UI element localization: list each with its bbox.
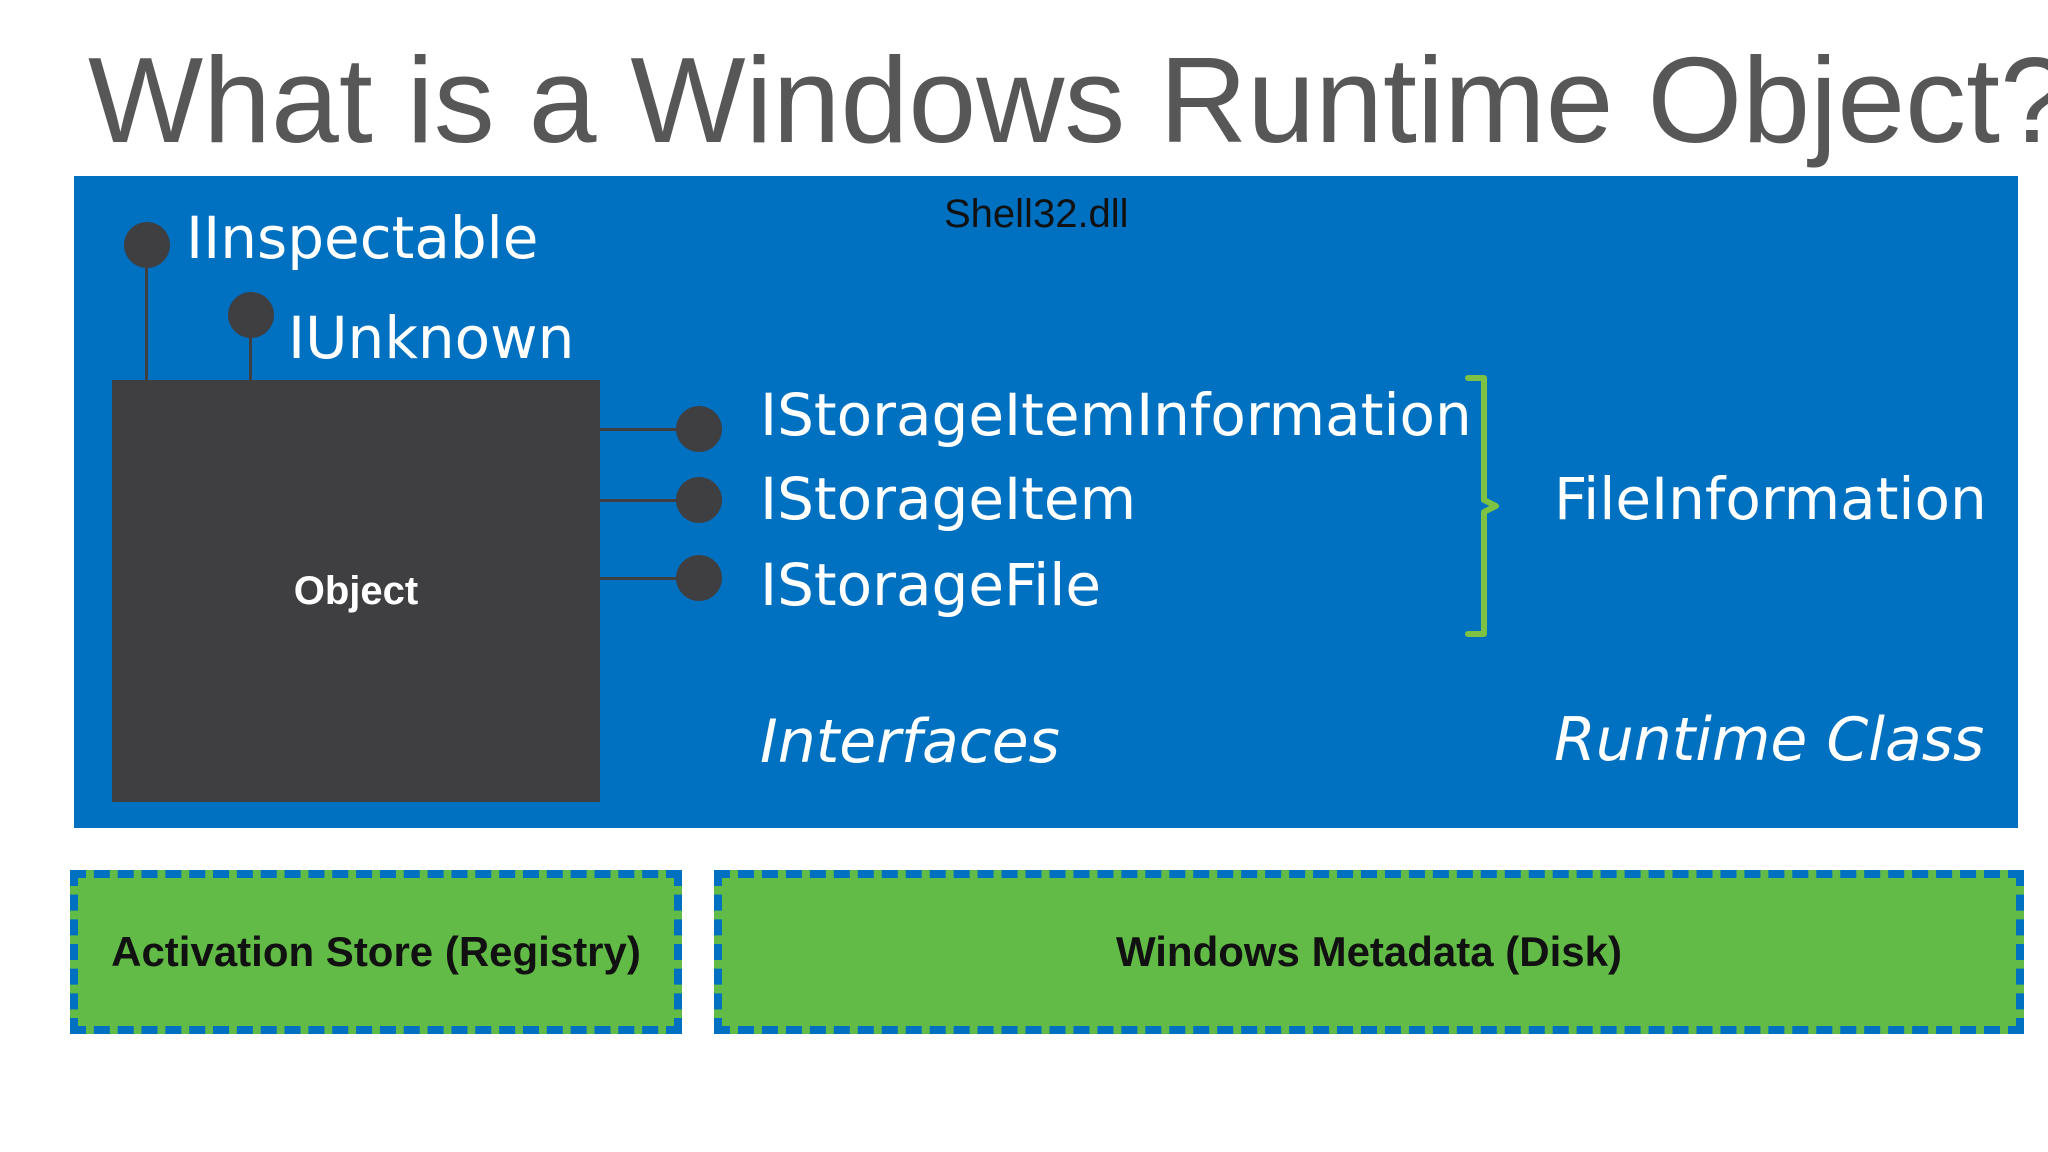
slide-title: What is a Windows Runtime Object? bbox=[88, 32, 2048, 168]
istoragefile-connector bbox=[600, 577, 700, 580]
runtime-class-brace bbox=[1465, 375, 1499, 637]
activation-store-label: Activation Store (Registry) bbox=[111, 928, 641, 975]
activation-store-box: Activation Store (Registry) bbox=[70, 870, 682, 1034]
istoragefile-label: IStorageFile bbox=[760, 551, 1102, 619]
istorageiteminformation-dot bbox=[676, 406, 722, 452]
runtime-class-name: FileInformation bbox=[1554, 465, 1987, 533]
istorageiteminformation-label: IStorageItemInformation bbox=[760, 381, 1472, 449]
istorageitem-connector bbox=[600, 499, 700, 502]
windows-metadata-box: Windows Metadata (Disk) bbox=[714, 870, 2024, 1034]
windows-metadata-label: Windows Metadata (Disk) bbox=[1115, 928, 1622, 975]
iinspectable-dot bbox=[124, 222, 170, 268]
dll-label: Shell32.dll bbox=[944, 192, 1129, 236]
iunknown-dot bbox=[228, 292, 274, 338]
iunknown-connector bbox=[249, 314, 252, 380]
iinspectable-connector bbox=[145, 244, 148, 380]
runtime-class-caption: Runtime Class bbox=[1554, 705, 1985, 775]
object-label: Object bbox=[293, 569, 419, 613]
interfaces-caption: Interfaces bbox=[760, 707, 1060, 777]
istoragefile-dot bbox=[676, 555, 722, 601]
iinspectable-label: IInspectable bbox=[186, 204, 539, 272]
iunknown-label: IUnknown bbox=[288, 304, 575, 372]
istorageitem-dot bbox=[676, 477, 722, 523]
object-box bbox=[112, 380, 600, 802]
istorageiteminformation-connector bbox=[600, 428, 700, 431]
istorageitem-label: IStorageItem bbox=[760, 465, 1137, 533]
